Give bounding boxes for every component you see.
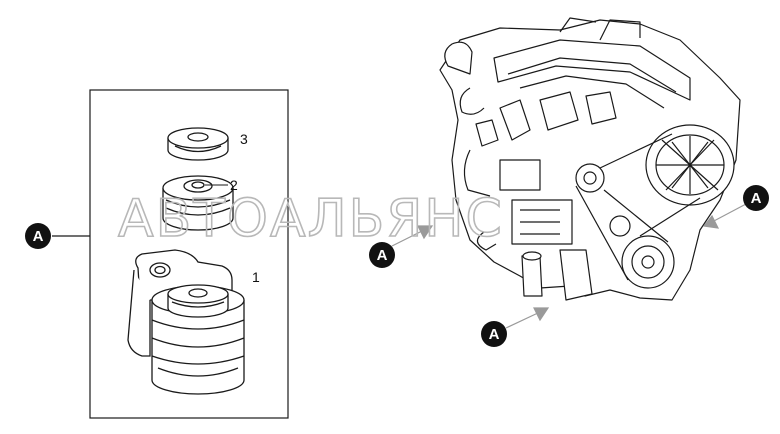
part-1-callout: 1 <box>252 269 260 285</box>
view-marker-a-left: A <box>369 242 395 268</box>
view-marker-a-kit: A <box>25 223 90 249</box>
view-arrow-left <box>391 225 434 247</box>
part-1-engine-mount <box>127 249 245 395</box>
view-marker-a-bottom: A <box>481 321 507 347</box>
part-3-washer <box>167 127 229 161</box>
svg-text:A: A <box>377 247 388 264</box>
part-2-bushing <box>162 175 234 231</box>
svg-text:A: A <box>751 190 762 207</box>
view-arrows <box>391 203 747 329</box>
parts-kit-frame <box>89 89 289 419</box>
svg-text:A: A <box>489 326 500 343</box>
view-marker-a-right: A <box>743 185 769 211</box>
part-3-callout: 3 <box>240 131 248 147</box>
svg-text:A: A <box>33 228 44 245</box>
view-arrow-bottom <box>505 307 550 329</box>
engine-assembly <box>439 17 741 301</box>
view-arrow-right <box>702 203 747 229</box>
watermark: АВТОАЛЬЯНС <box>118 189 504 249</box>
part-2-callout: 2 <box>230 177 238 193</box>
